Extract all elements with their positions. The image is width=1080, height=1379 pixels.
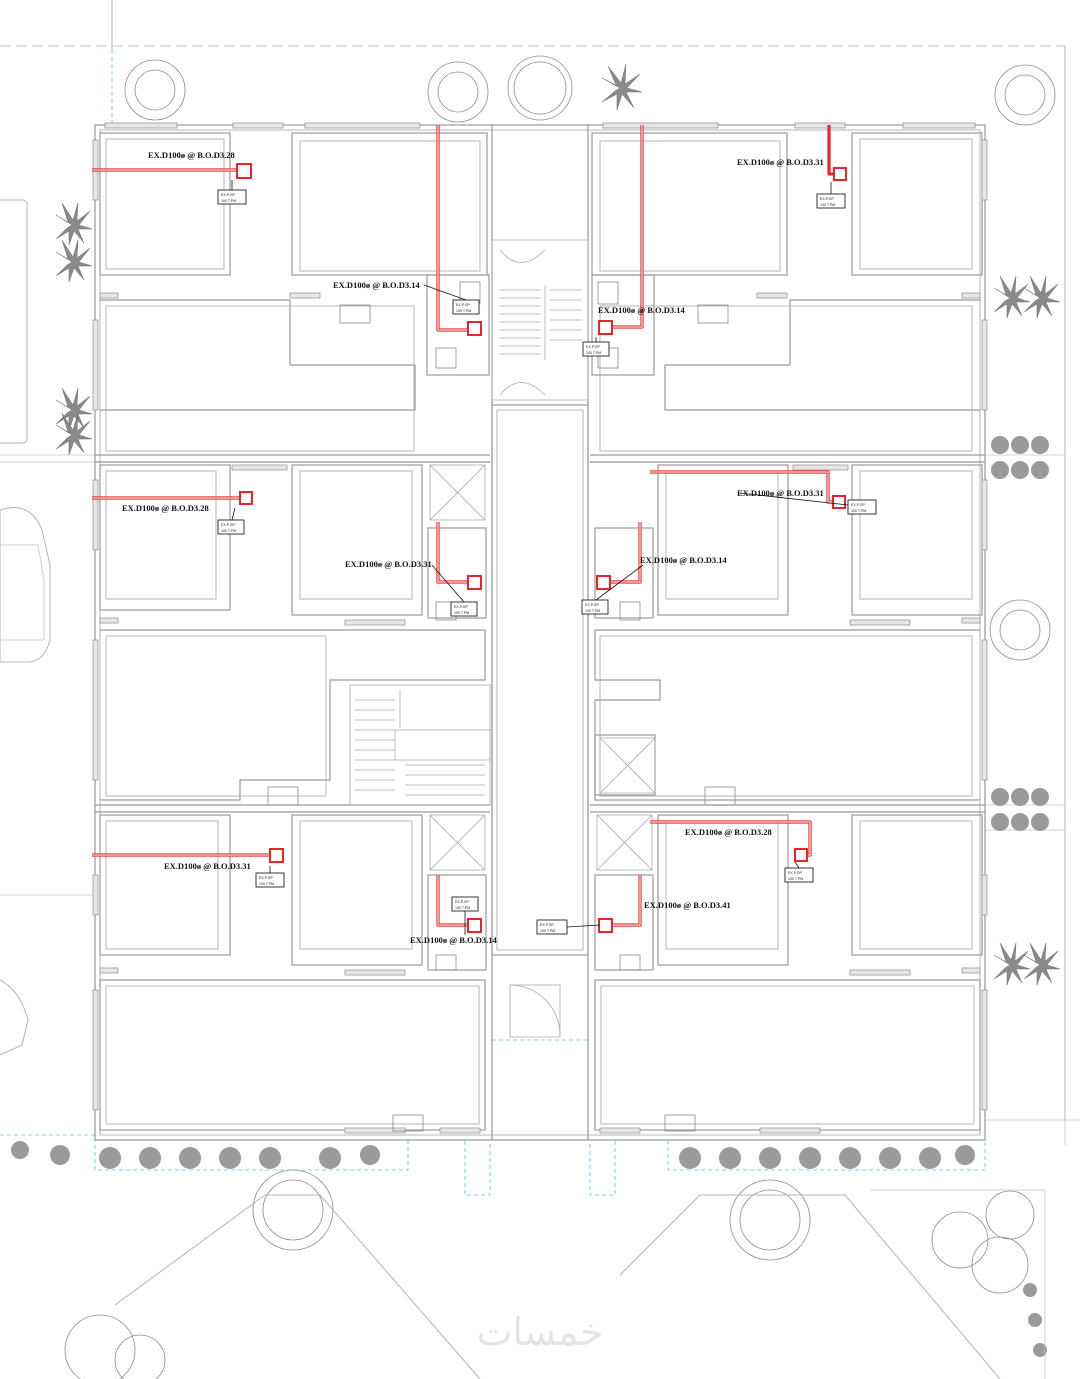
pipe-labels: EX.D100ø @ B.O.D3.28 EX.D100ø @ B.O.D3.1… bbox=[122, 150, 824, 945]
shrubs-bottom bbox=[11, 1141, 1047, 1357]
lift-shafts bbox=[429, 464, 656, 871]
svg-text:100 T.PM: 100 T.PM bbox=[221, 529, 236, 533]
svg-text:100 T.PM: 100 T.PM bbox=[455, 906, 470, 910]
svg-text:EX.P.GP: EX.P.GP bbox=[454, 605, 469, 609]
palm-tl bbox=[601, 63, 643, 111]
svg-text:EX.P.GP: EX.P.GP bbox=[788, 871, 803, 875]
tag-12: EX.P.GP 100 T.PM bbox=[536, 919, 568, 935]
stairs-and-lifts bbox=[349, 239, 656, 1038]
tag-5: EX.P.GP 100 T.PM bbox=[217, 519, 245, 535]
svg-text:EX.P.GP: EX.P.GP bbox=[586, 345, 601, 349]
pipe-label-7: EX.D100ø @ B.O.D3.31 bbox=[737, 488, 824, 498]
pipe-label-6: EX.D100ø @ B.O.D3.31 bbox=[345, 559, 432, 569]
svg-text:EX.P.GP: EX.P.GP bbox=[820, 197, 835, 201]
svg-text:100 T.PM: 100 T.PM bbox=[788, 877, 803, 881]
entrance-door bbox=[509, 984, 561, 1038]
tag-7: EX.P.GP 100 T.PM bbox=[581, 599, 609, 615]
palm-right-2 bbox=[1023, 275, 1061, 319]
palm-right-4 bbox=[1023, 942, 1061, 986]
pipe-label-2: EX.D100ø @ B.O.D3.14 bbox=[333, 280, 421, 290]
svg-text:100 T.PM: 100 T.PM bbox=[540, 929, 555, 933]
tag-1: EX.P.GP 100 T.PM bbox=[217, 189, 247, 205]
svg-text:EX.P.GP: EX.P.GP bbox=[455, 900, 470, 904]
svg-text:100 T.PM: 100 T.PM bbox=[454, 611, 469, 615]
svg-text:EX.P.GP: EX.P.GP bbox=[456, 303, 471, 307]
svg-text:100 T.PM: 100 T.PM bbox=[586, 351, 601, 355]
svg-text:100 T.PM: 100 T.PM bbox=[221, 199, 236, 203]
pipe-label-11: EX.D100ø @ B.O.D3.28 bbox=[685, 827, 772, 837]
svg-text:EX.P.GP: EX.P.GP bbox=[585, 603, 600, 607]
drainage-pipes bbox=[92, 125, 847, 933]
pipe-label-4: EX.D100ø @ B.O.D3.31 bbox=[737, 157, 824, 167]
shrubs-right bbox=[991, 436, 1049, 831]
site-boundary bbox=[0, 0, 1080, 1196]
svg-text:EX.P.GP: EX.P.GP bbox=[259, 876, 274, 880]
inspection-tags: EX.P.GP 100 T.PM EX.P.GP 100 T.PM EX.P.G… bbox=[217, 189, 877, 935]
svg-text:EX.P.GP: EX.P.GP bbox=[221, 523, 236, 527]
sanitary-fixtures bbox=[267, 281, 736, 1132]
trees bbox=[64, 55, 1056, 1379]
pipe-label-3: EX.D100ø @ B.O.D3.14 bbox=[598, 305, 686, 315]
lower-stair-treads bbox=[355, 690, 485, 796]
palm-right-3 bbox=[993, 942, 1031, 986]
tag-10: EX.P.GP 100 T.PM bbox=[451, 896, 479, 912]
palm-right-1 bbox=[993, 275, 1031, 319]
building-walls bbox=[94, 124, 986, 1141]
svg-text:EX.P.GP: EX.P.GP bbox=[540, 923, 555, 927]
svg-text:100 T.PM: 100 T.PM bbox=[585, 609, 600, 613]
upper-stair-treads bbox=[499, 249, 582, 396]
svg-text:100 T.PM: 100 T.PM bbox=[820, 203, 835, 207]
pipe-label-10: EX.D100ø @ B.O.D3.14 bbox=[410, 935, 498, 945]
left-unit-rooms bbox=[99, 132, 490, 1131]
palm-left-2 bbox=[55, 239, 93, 283]
pipe-label-12: EX.D100ø @ B.O.D3.41 bbox=[644, 900, 731, 910]
tag-8: EX.P.GP 100 T.PM bbox=[847, 499, 877, 515]
leader-lines bbox=[231, 180, 849, 935]
palm-left-1 bbox=[55, 202, 93, 246]
palm-left-4 bbox=[55, 412, 93, 456]
pipe-label-5: EX.D100ø @ B.O.D3.28 bbox=[122, 503, 209, 513]
palm-left-3 bbox=[55, 387, 93, 431]
svg-text:EX.P.GP: EX.P.GP bbox=[851, 503, 866, 507]
watermark: خمسات bbox=[477, 1310, 604, 1354]
tag-9: EX.P.GP 100 T.PM bbox=[255, 872, 285, 888]
pipe-label-1: EX.D100ø @ B.O.D3.28 bbox=[148, 150, 235, 160]
svg-text:EX.P.GP: EX.P.GP bbox=[221, 193, 236, 197]
parked-cars bbox=[0, 507, 51, 1056]
pipe-label-9: EX.D100ø @ B.O.D3.31 bbox=[164, 861, 251, 871]
pipe-label-8: EX.D100ø @ B.O.D3.14 bbox=[640, 555, 728, 565]
tag-4: EX.P.GP 100 T.PM bbox=[816, 193, 846, 209]
tag-11: EX.P.GP 100 T.PM bbox=[784, 867, 814, 883]
right-unit-rooms bbox=[591, 132, 983, 1131]
tag-2: EX.P.GP 100 T.PM bbox=[452, 299, 480, 315]
svg-text:100 T.PM: 100 T.PM bbox=[259, 882, 274, 886]
svg-text:100 T.PM: 100 T.PM bbox=[851, 509, 866, 513]
svg-text:100 T.PM: 100 T.PM bbox=[456, 309, 471, 313]
tag-3: EX.P.GP 100 T.PM bbox=[582, 341, 610, 357]
tag-6: EX.P.GP 100 T.PM bbox=[450, 601, 478, 617]
street-geometry bbox=[114, 1189, 1046, 1379]
palms bbox=[11, 63, 1061, 1357]
